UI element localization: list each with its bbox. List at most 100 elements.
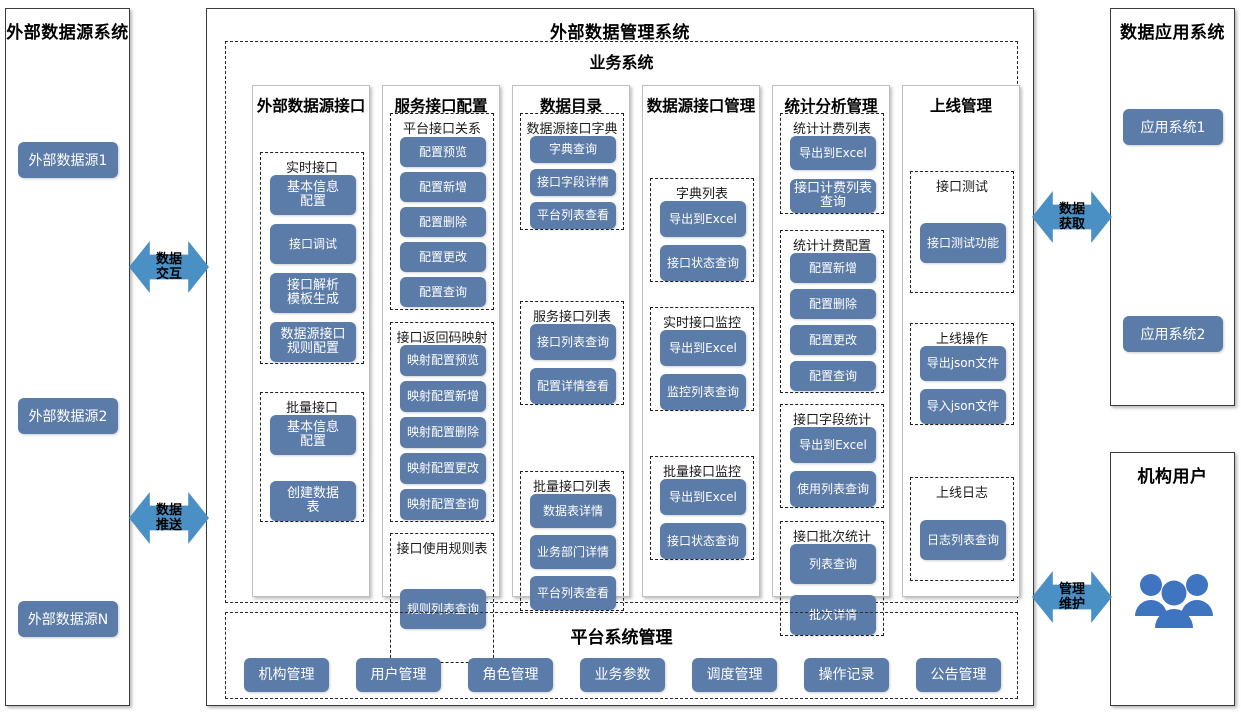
action-button-2-1-4[interactable]: 配置更改	[400, 242, 486, 272]
arrow-label-data-push: 数据推送	[129, 487, 209, 549]
action-button-4-1-2[interactable]: 接口状态查询	[660, 245, 746, 281]
business-system-wrapper: 业务系统外部数据源接口实时接口基本信息配置接口调试接口解析模板生成数据源接口规则…	[225, 41, 1020, 663]
action-button-2-1-1[interactable]: 配置预览	[400, 137, 486, 167]
action-button-3-1-1[interactable]: 字典查询	[530, 136, 616, 163]
arrow-label-line2-data-fetch: 获取	[1058, 217, 1085, 232]
action-button-5-4-2[interactable]: 批次详情	[790, 595, 876, 635]
group-5-1: 统计计费列表导出到Excel 接口计费列表查询	[780, 113, 884, 214]
action-button-5-1-2[interactable]: 接口计费列表查询	[790, 179, 876, 213]
action-button-2-2-3[interactable]: 映射配置删除	[400, 417, 486, 448]
group-5-3: 接口字段统计导出到Excel 使用列表查询	[780, 404, 884, 508]
external-source-item-1[interactable]: 外部数据源1	[18, 142, 118, 178]
action-button-5-3-1[interactable]: 导出到Excel	[790, 427, 876, 463]
action-button-2-1-5[interactable]: 配置查询	[400, 277, 486, 307]
action-button-5-2-3[interactable]: 配置更改	[790, 325, 876, 355]
action-button-2-2-5[interactable]: 映射配置查询	[400, 489, 486, 520]
external-source-item-3[interactable]: 外部数据源N	[18, 601, 118, 637]
platform-button-2[interactable]: 用户管理	[356, 658, 441, 692]
action-button-1-2-1[interactable]: 基本信息配置	[270, 415, 356, 455]
column-3: 数据目录数据源接口字典字典查询接口字段详情平台列表查看服务接口列表接口列表查询配…	[512, 85, 630, 611]
platform-button-6[interactable]: 操作记录	[804, 658, 889, 692]
application-system-item-1[interactable]: 应用系统1	[1123, 109, 1223, 145]
action-button-4-1-1[interactable]: 导出到Excel	[660, 201, 746, 237]
action-button-2-3-1[interactable]: 规则列表查询	[400, 589, 486, 629]
arrow-label-data-fetch: 数据获取	[1032, 186, 1112, 248]
action-button-6-2-1[interactable]: 导出json文件	[920, 346, 1006, 381]
action-button-3-3-1[interactable]: 数据表详情	[530, 494, 616, 528]
group-title-3-2: 服务接口列表	[532, 310, 611, 325]
group-title-5-3: 接口字段统计	[792, 413, 871, 428]
group-6-2: 上线操作导出json文件导入json文件	[910, 323, 1014, 425]
action-button-2-2-1[interactable]: 映射配置预览	[400, 345, 486, 376]
platform-button-4[interactable]: 业务参数	[580, 658, 665, 692]
arrow-data-interaction: 数据交互	[129, 236, 209, 298]
application-system-item-2[interactable]: 应用系统2	[1123, 316, 1223, 352]
action-button-3-2-1[interactable]: 接口列表查询	[530, 324, 616, 360]
action-button-4-3-1[interactable]: 导出到Excel	[660, 479, 746, 515]
arrow-data-push: 数据推送	[129, 487, 209, 549]
platform-button-3[interactable]: 角色管理	[468, 658, 553, 692]
arrow-label-line2-data-interaction: 交互	[155, 267, 182, 282]
arrow-label-line1-data-fetch: 数据	[1058, 202, 1085, 217]
action-button-3-1-3[interactable]: 平台列表查看	[530, 202, 616, 229]
action-button-4-2-1[interactable]: 导出到Excel	[660, 330, 746, 366]
platform-button-5[interactable]: 调度管理	[692, 658, 777, 692]
action-button-5-2-4[interactable]: 配置查询	[790, 361, 876, 391]
group-title-4-2: 实时接口监控	[662, 316, 741, 331]
action-button-5-1-1[interactable]: 导出到Excel	[790, 136, 876, 170]
group-6-3: 上线日志日志列表查询	[910, 477, 1014, 581]
action-button-2-1-2[interactable]: 配置新增	[400, 172, 486, 202]
platform-system-wrapper: 平台系统管理机构管理用户管理角色管理业务参数调度管理操作记录公告管理	[225, 612, 1018, 699]
action-button-3-3-3[interactable]: 平台列表查看	[530, 576, 616, 610]
group-5-4: 接口批次统计列表查询批次详情	[780, 521, 884, 636]
action-button-6-3-1[interactable]: 日志列表查询	[920, 520, 1006, 560]
group-title-5-2: 统计计费配置	[792, 239, 871, 254]
group-title-6-3: 上线日志	[935, 486, 988, 501]
action-button-6-2-2[interactable]: 导入json文件	[920, 389, 1006, 424]
action-button-1-1-2[interactable]: 接口调试	[270, 224, 356, 264]
column-title-3: 数据目录	[539, 97, 602, 115]
action-button-4-2-2[interactable]: 监控列表查询	[660, 374, 746, 410]
column-2: 服务接口配置平台接口关系配置预览配置新增配置删除配置更改配置查询接口返回码映射映…	[382, 85, 500, 663]
platform-button-1[interactable]: 机构管理	[244, 658, 329, 692]
group-5-2: 统计计费配置配置新增配置删除配置更改配置查询	[780, 230, 884, 393]
action-button-1-1-4[interactable]: 数据源接口规则配置	[270, 322, 356, 362]
action-button-1-2-2[interactable]: 创建数据表	[270, 481, 356, 521]
group-3-3: 批量接口列表数据表详情业务部门详情平台列表查看	[520, 471, 624, 611]
column-6: 上线管理接口测试接口测试功能上线操作导出json文件导入json文件上线日志日志…	[902, 85, 1020, 597]
action-button-1-1-1[interactable]: 基本信息配置	[270, 175, 356, 215]
column-title-6: 上线管理	[929, 97, 992, 115]
external-data-management-panel: 外部数据管理系统业务系统外部数据源接口实时接口基本信息配置接口调试接口解析模板生…	[206, 8, 1034, 706]
arrow-data-fetch: 数据获取	[1032, 186, 1112, 248]
group-title-2-3: 接口使用规则表	[396, 542, 488, 557]
action-button-2-2-2[interactable]: 映射配置新增	[400, 381, 486, 412]
action-button-5-4-1[interactable]: 列表查询	[790, 544, 876, 584]
action-button-6-1-1[interactable]: 接口测试功能	[920, 223, 1006, 263]
arrow-label-line2-manage-maintain: 维护	[1058, 597, 1085, 612]
column-1: 外部数据源接口实时接口基本信息配置接口调试接口解析模板生成数据源接口规则配置批量…	[252, 85, 370, 597]
platform-system-title: 平台系统管理	[570, 628, 673, 648]
action-button-5-2-1[interactable]: 配置新增	[790, 253, 876, 283]
action-button-2-1-3[interactable]: 配置删除	[400, 207, 486, 237]
group-title-4-3: 批量接口监控	[662, 465, 741, 480]
group-1-1: 实时接口基本信息配置接口调试接口解析模板生成数据源接口规则配置	[260, 152, 364, 364]
column-title-2: 服务接口配置	[394, 97, 488, 115]
group-6-1: 接口测试接口测试功能	[910, 171, 1014, 293]
group-title-5-4: 接口批次统计	[792, 530, 871, 545]
action-button-4-3-2[interactable]: 接口状态查询	[660, 523, 746, 559]
external-source-item-2[interactable]: 外部数据源2	[18, 398, 118, 434]
action-button-1-1-3[interactable]: 接口解析模板生成	[270, 273, 356, 313]
platform-button-7[interactable]: 公告管理	[916, 658, 1001, 692]
column-title-5: 统计分析管理	[784, 97, 878, 115]
group-title-5-1: 统计计费列表	[792, 122, 871, 137]
action-button-5-2-2[interactable]: 配置删除	[790, 289, 876, 319]
group-title-3-1: 数据源接口字典	[526, 122, 618, 137]
group-2-1: 平台接口关系配置预览配置新增配置删除配置更改配置查询	[390, 113, 494, 310]
action-button-3-3-2[interactable]: 业务部门详情	[530, 535, 616, 569]
action-button-3-1-2[interactable]: 接口字段详情	[530, 169, 616, 196]
action-button-2-2-4[interactable]: 映射配置更改	[400, 453, 486, 484]
group-title-2-1: 平台接口关系	[402, 122, 481, 137]
users-group-icon	[1134, 568, 1214, 630]
action-button-3-2-2[interactable]: 配置详情查看	[530, 368, 616, 404]
action-button-5-3-2[interactable]: 使用列表查询	[790, 471, 876, 507]
